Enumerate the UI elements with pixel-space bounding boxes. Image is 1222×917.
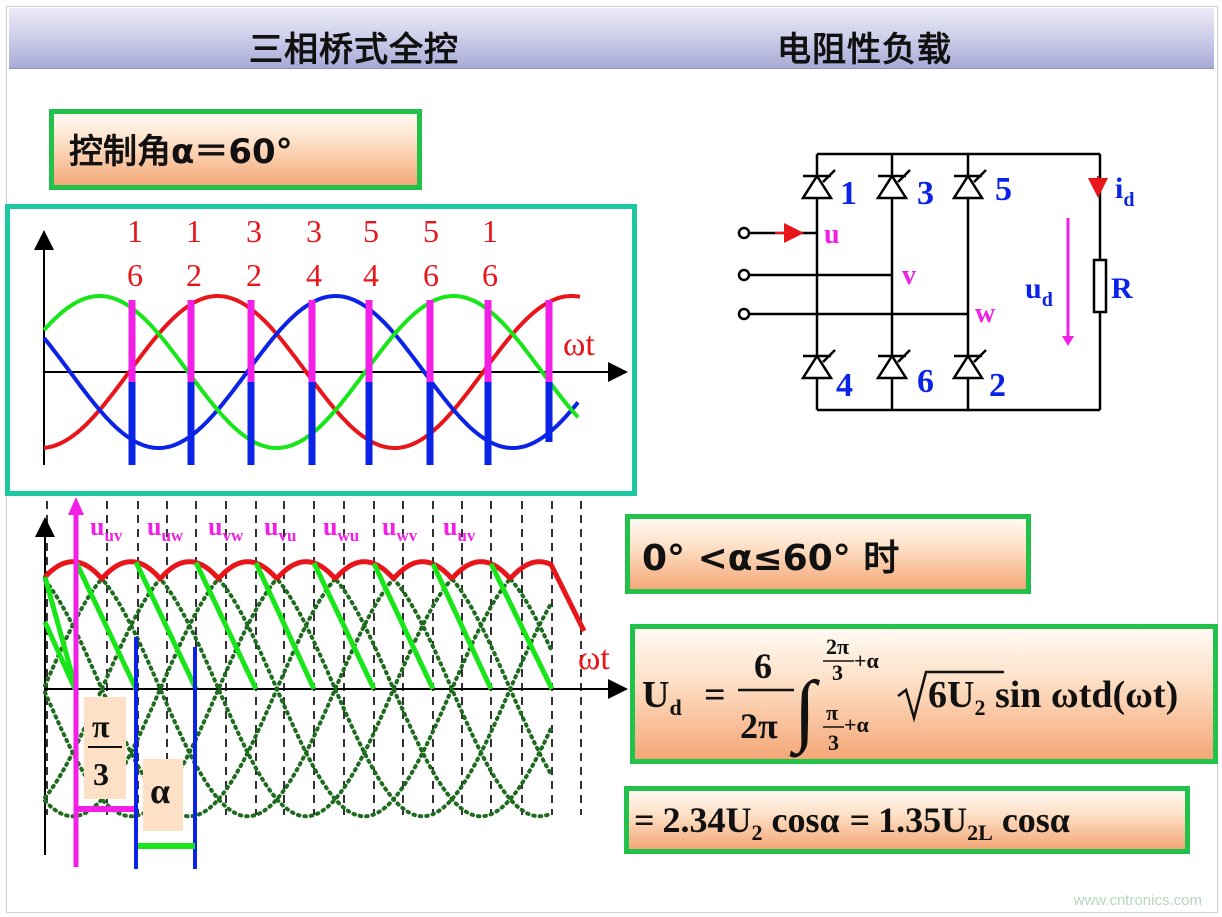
phase-v-label: v [902, 260, 916, 291]
svg-text:Ud: Ud [642, 674, 682, 720]
thyristor-symbol [800, 169, 836, 200]
conducting-pair-top: 3 [246, 213, 262, 249]
pi-numerator: π [92, 708, 110, 744]
svg-text:6: 6 [754, 646, 772, 686]
svg-text:2π: 2π [826, 634, 849, 659]
conducting-pair-top: 5 [423, 213, 439, 249]
line-voltage-label: uvu [264, 512, 296, 545]
phase-u-label: u [824, 219, 840, 250]
svg-text:+α: +α [844, 712, 870, 737]
alpha-box [143, 759, 183, 831]
title-left: 三相桥式全控 [249, 30, 459, 70]
thyristor-symbol [800, 349, 836, 380]
control-angle-box: 控制角α＝60° [49, 109, 422, 190]
conducting-pair-bottom: 4 [306, 257, 322, 293]
conducting-pair-bottom: 6 [423, 257, 439, 293]
thyristor-label: 6 [917, 363, 934, 400]
title-bar: 三相桥式全控 电阻性负载 [9, 8, 1214, 70]
conducting-pair-bottom: 6 [127, 257, 143, 293]
phase-w-label: w [975, 298, 996, 329]
thyristor-label: 4 [836, 367, 853, 404]
top-omega-t-label: ωt [563, 326, 595, 363]
formula-box-2 [624, 786, 1190, 854]
bottom-omega-t-label: ωt [578, 640, 610, 677]
load-current-label: id [1115, 172, 1134, 211]
top-waveform-plot: 1 6 1 2 3 2 3 4 5 4 5 6 1 6 ωt [34, 213, 628, 465]
thyristor-label: 1 [840, 175, 857, 212]
load-voltage-arrowhead [1062, 336, 1074, 346]
thyristor-label: 2 [989, 367, 1006, 404]
conducting-pair-bottom: 2 [186, 257, 202, 293]
thyristor-symbol [951, 349, 987, 380]
line-voltage-label: uuw [147, 512, 184, 545]
alpha-label: α [150, 771, 170, 811]
conducting-pair-top: 1 [482, 213, 498, 249]
watermark: www.cntronics.com [1073, 892, 1202, 909]
svg-text:6U2 sin ωtd(ωt): 6U2 sin ωtd(ωt) [928, 674, 1178, 720]
line-voltage-dotted [43, 559, 553, 819]
svg-text:∫: ∫ [789, 666, 821, 758]
svg-text:=: = [704, 674, 726, 716]
conducting-pair-top: 5 [363, 213, 379, 249]
result-formula: =2.34U2 cosα=1.35U2L cosα [634, 800, 1070, 845]
bridge-circuit: 1 3 5 4 6 2 u v w id ud R [737, 152, 1134, 412]
average-voltage-formula: Ud = 6 2π ∫ 2π 3 +α π 3 +α 6U2 sin ωtd(ω… [642, 634, 1178, 758]
conducting-pair-top: 1 [186, 213, 202, 249]
output-voltage-green [42, 560, 555, 691]
svg-text:+α: +α [854, 648, 880, 673]
load-voltage-label: ud [1025, 272, 1053, 311]
line-voltage-label: uvw [208, 512, 244, 545]
top-waveform-frame [5, 204, 637, 496]
thyristor-symbol [951, 169, 987, 200]
magenta-arrowhead [68, 497, 84, 515]
line-voltage-label: uuv [90, 512, 123, 545]
condition-box: 0° <α≤60° 时 [625, 514, 1031, 594]
output-voltage-red [43, 559, 587, 633]
svg-text:=2.34U2 cosα=1.35U2L cosα: =2.34U2 cosα=1.35U2L cosα [634, 800, 1070, 845]
resistor-label: R [1111, 272, 1133, 305]
line-voltage-dotted [43, 559, 553, 819]
line-voltage-label: uwu [323, 512, 359, 545]
svg-text:π: π [826, 700, 838, 725]
formula-box-1 [630, 624, 1218, 764]
line-voltage-label: uuv [443, 512, 476, 545]
conducting-pair-top: 3 [306, 213, 322, 249]
conducting-pair-top: 1 [127, 213, 143, 249]
thyristor-label: 3 [917, 175, 934, 212]
svg-text:3: 3 [832, 660, 843, 685]
thyristor-symbol [875, 169, 911, 200]
line-voltage-dotted [43, 559, 553, 819]
line-voltage-label: uwv [382, 512, 418, 545]
conducting-pair-bottom: 6 [482, 257, 498, 293]
conducting-pair-bottom: 2 [246, 257, 262, 293]
control-angle-label: 控制角α＝60° [69, 132, 293, 172]
thyristor-symbol [875, 349, 911, 380]
title-right: 电阻性负载 [777, 30, 952, 70]
svg-text:2π: 2π [740, 706, 778, 746]
condition-label: 0° <α≤60° 时 [642, 538, 900, 579]
svg-text:3: 3 [828, 730, 839, 755]
pi-denominator: 3 [93, 756, 109, 792]
line-voltage-dotted [43, 559, 553, 819]
thyristor-label: 5 [995, 171, 1012, 208]
conducting-pair-bottom: 4 [363, 257, 379, 293]
